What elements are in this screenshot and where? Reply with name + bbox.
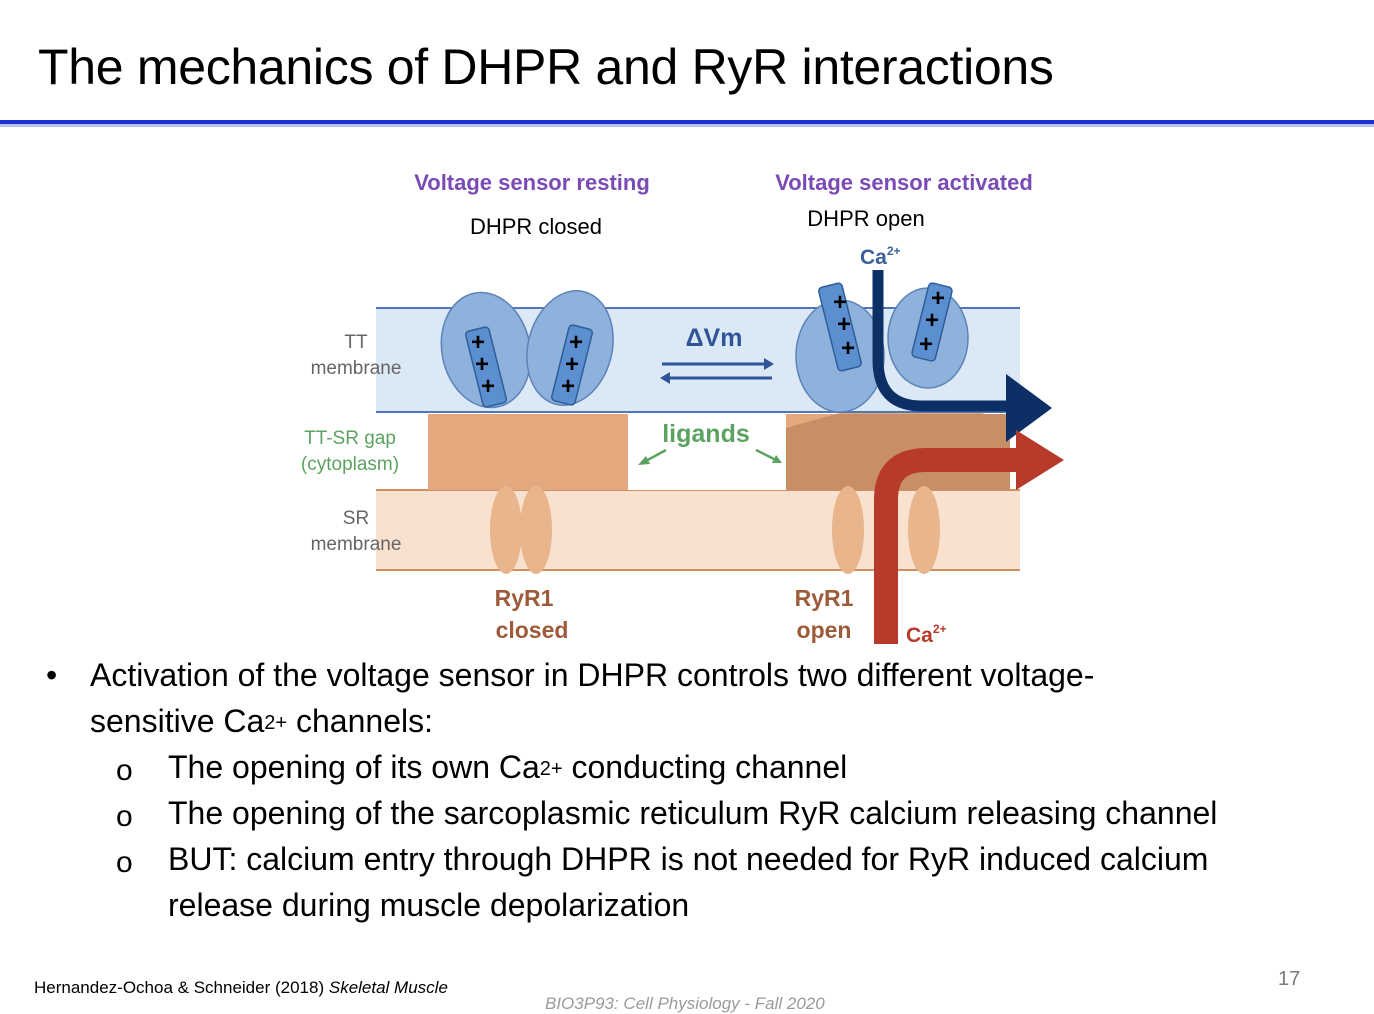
- title-divider: [0, 120, 1374, 124]
- ryr-ca-release-arrow: [874, 448, 1020, 644]
- ryr-open-label-1: RyR1: [795, 585, 854, 611]
- voltage-sensor-left-a: [465, 326, 507, 408]
- citation: Hernandez-Ochoa & Schneider (2018) Skele…: [34, 978, 448, 998]
- ryr-open-subunit-left: [832, 486, 864, 574]
- dhpr-ca-arrowhead: [1006, 374, 1052, 442]
- sub-bullet-1-text-2: conducting channel: [562, 749, 848, 785]
- title-divider-shadow: [0, 124, 1374, 127]
- plus-sign: +: [471, 329, 485, 356]
- sub-bullet-2: o The opening of the sarcoplasmic reticu…: [46, 790, 1346, 836]
- ligands-label: ligands: [662, 420, 750, 448]
- plus-sign: +: [475, 351, 489, 378]
- ca-top-label: Ca2+: [860, 244, 901, 269]
- plus-sign: +: [569, 329, 583, 356]
- label-sr: SR: [343, 508, 369, 529]
- ligands-arrow-right: [755, 448, 777, 462]
- slide-footer: BIO3P93: Cell Physiology - Fall 2020: [545, 994, 825, 1013]
- plus-sign: +: [565, 351, 579, 378]
- voltage-sensor-right-b: [911, 282, 953, 362]
- bullet-main-text-1: Activation of the voltage sensor in DHPR…: [90, 657, 1095, 693]
- ryr-open-label-2: open: [797, 617, 852, 643]
- bullet-main-superscript: 2+: [264, 712, 288, 734]
- header-activated: Voltage sensor activated: [775, 170, 1033, 195]
- bullet-main-text-3: channels:: [287, 703, 433, 739]
- sub-bullet-1-superscript: 2+: [539, 758, 563, 780]
- label-cytoplasm: (cytoplasm): [301, 454, 399, 475]
- sub-bullet-3: o BUT: calcium entry through DHPR is not…: [46, 836, 1346, 928]
- ryr-closed-subunit-right: [520, 486, 552, 574]
- bullet-list: • Activation of the voltage sensor in DH…: [46, 652, 1346, 928]
- sub-bullet-1: o The opening of its own Ca2+ conducting…: [46, 744, 1346, 790]
- sub-bullet-symbol: o: [116, 846, 133, 879]
- label-dhpr-closed: DHPR closed: [470, 214, 602, 239]
- ligands-arrowhead-right: [772, 455, 782, 463]
- sub-bullet-1-text-1: The opening of its own Ca: [168, 749, 540, 785]
- plus-sign: +: [481, 373, 495, 400]
- sub-bullet-symbol: o: [116, 754, 133, 787]
- gap-region-left: [428, 414, 628, 490]
- voltage-sensor-right-a: [818, 282, 862, 372]
- plus-sign: +: [919, 331, 933, 358]
- ligands-arrowhead-left: [638, 456, 650, 465]
- ca-bottom-label: Ca2+: [906, 622, 947, 647]
- label-sr-membrane: membrane: [311, 534, 402, 555]
- voltage-sensor-left-b: [551, 324, 593, 406]
- label-tt: TT: [344, 332, 368, 353]
- label-dhpr-open: DHPR open: [807, 206, 924, 231]
- bullet-main: • Activation of the voltage sensor in DH…: [46, 652, 1346, 744]
- citation-journal: Skeletal Muscle: [328, 978, 448, 997]
- page-number: 17: [1278, 968, 1301, 990]
- ryr-closed-label-2: closed: [496, 617, 569, 643]
- sub-bullet-symbol: o: [116, 800, 133, 833]
- plus-sign: +: [925, 307, 939, 334]
- ryr-open-subunit-right: [908, 486, 940, 574]
- slide-title: The mechanics of DHPR and RyR interactio…: [38, 39, 1054, 95]
- bullet-symbol: •: [46, 657, 58, 693]
- delta-vm-arrowhead-left: [660, 372, 670, 384]
- label-tt-membrane: membrane: [311, 358, 402, 379]
- ryr-ca-arrowhead: [1016, 430, 1064, 490]
- sub-bullet-3-text-2: release during muscle depolarization: [168, 887, 690, 923]
- delta-vm-arrowhead-right: [764, 358, 774, 370]
- plus-sign: +: [561, 373, 575, 400]
- dhpr-ryr-diagram: Voltage sensor resting Voltage sensor ac…: [301, 170, 1064, 647]
- ryr-closed-label-1: RyR1: [495, 585, 554, 611]
- plus-sign: +: [931, 285, 945, 312]
- dhpr-ca-influx-arrow: [872, 270, 1012, 412]
- bullet-main-text-2: sensitive Ca: [90, 703, 265, 739]
- plus-sign: +: [837, 311, 851, 338]
- plus-sign: +: [841, 335, 855, 362]
- label-gap: TT-SR gap: [304, 428, 396, 449]
- header-resting: Voltage sensor resting: [414, 170, 650, 195]
- plus-sign: +: [833, 289, 847, 316]
- ryr-closed-subunit-left: [490, 486, 522, 574]
- delta-vm-label: ΔVm: [686, 324, 743, 352]
- sub-bullet-3-text-1: BUT: calcium entry through DHPR is not n…: [168, 841, 1209, 877]
- sub-bullet-2-text: The opening of the sarcoplasmic reticulu…: [168, 795, 1218, 831]
- citation-authors: Hernandez-Ochoa & Schneider (2018): [34, 978, 325, 997]
